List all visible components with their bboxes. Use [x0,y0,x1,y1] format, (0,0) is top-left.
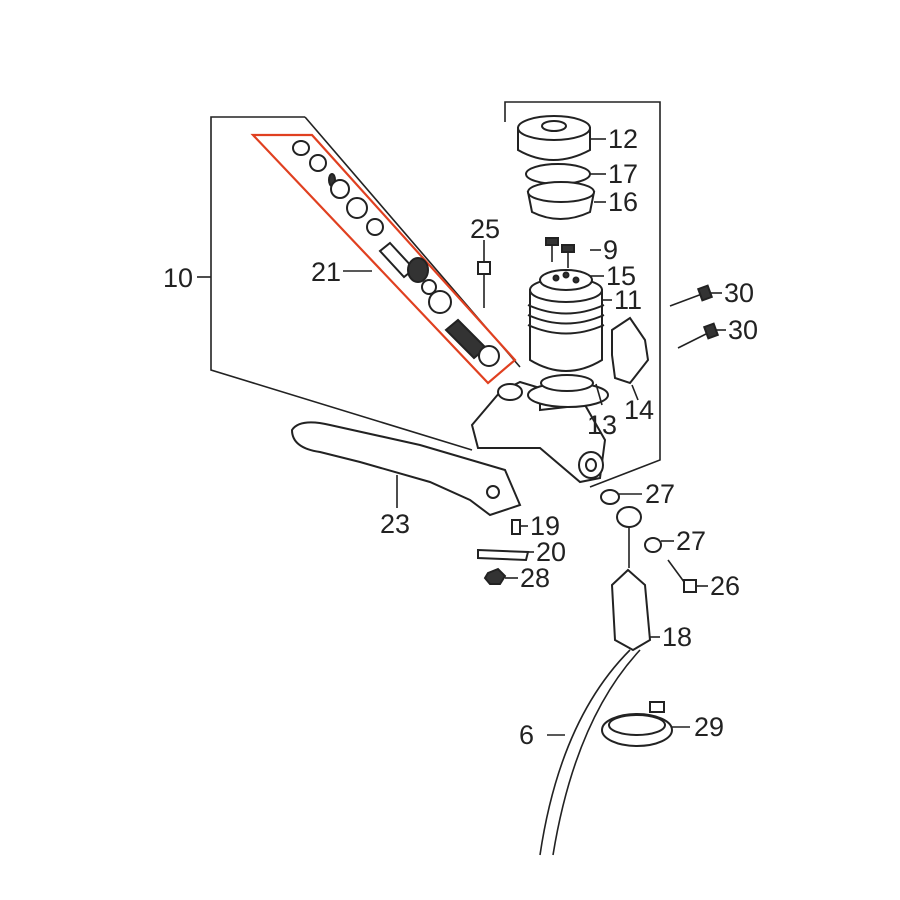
reservoir-group-outline [504,101,661,488]
hose-clip [601,701,673,747]
callout-20: 20 [536,537,566,567]
reservoir-plate [525,163,591,185]
pin-19 [511,519,521,535]
banjo-bolt-26 [667,559,697,593]
callout-27-upper: 27 [645,479,675,509]
callout-6: 6 [519,720,534,750]
nut-28 [483,567,507,585]
callout-23: 23 [380,509,410,539]
plate-20 [477,548,530,562]
reservoir-diaphragm [526,181,596,220]
callout-9: 9 [603,235,618,265]
leader-lines [197,138,726,736]
reservoir-body [527,269,605,372]
callout-29: 29 [694,712,724,742]
callout-16: 16 [608,187,638,217]
bolt-25 [477,261,491,308]
reservoir-ring [540,374,594,392]
piston-kit-parts [292,140,500,367]
callout-12: 12 [608,124,638,154]
washer-27-bottom [644,537,662,553]
callout-14: 14 [624,395,654,425]
callout-25: 25 [470,214,500,244]
callout-11: 11 [614,285,642,315]
callout-17: 17 [608,159,638,189]
reservoir-cap [517,115,591,161]
washer-27-top [600,489,620,505]
brake-hose [539,527,652,856]
brake-lever [290,421,522,517]
callout-18: 18 [662,622,692,652]
callout-27-lower: 27 [676,526,706,556]
piston-kit-highlight-box [250,133,517,385]
callout-13: 13 [587,410,617,440]
callout-30-lower: 30 [728,315,758,345]
screw-9-pair [545,237,575,268]
lever-pivot-hole [486,485,500,499]
callout-26: 26 [710,571,740,601]
bolt-30-pair [669,284,720,349]
callout-28: 28 [520,563,550,593]
callout-10: 10 [163,263,193,293]
callout-30-upper: 30 [724,278,754,308]
callout-15: 15 [606,261,636,291]
callout-19: 19 [530,511,560,541]
callout-21: 21 [311,257,341,287]
banjo-fitting [616,506,642,528]
assembly-10-outline [210,116,473,451]
reservoir-holder [611,316,650,385]
